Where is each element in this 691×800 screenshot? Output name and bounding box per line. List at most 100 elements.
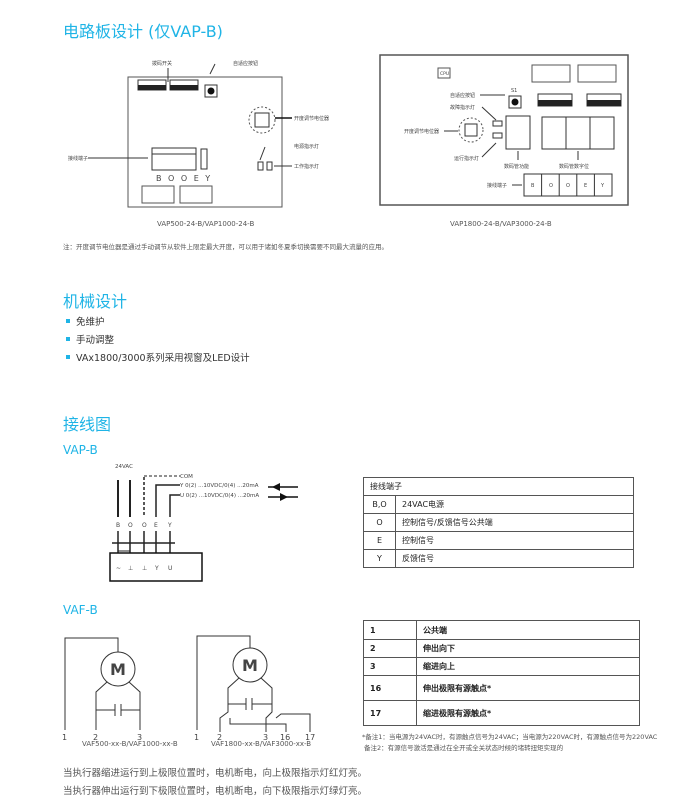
vaf-table-rows-4-0-text: 17 xyxy=(363,700,417,726)
vap-diagram-terminals-2-text: O xyxy=(142,522,147,529)
vaf-table-rows-2-1-text: 缩进向上 xyxy=(416,657,640,676)
vap-table-rows-0-1-text: 24VAC电源 xyxy=(395,495,634,514)
board2-diagram: CPU S1 自适应按钮 故障指示灯 开度调节电位器 运行指示灯 数码管功能 数… xyxy=(379,54,629,206)
vaf-table-rows-4-1-text: 缩进极限有源触点* xyxy=(416,700,640,726)
vaf-diagram2-terminals-0-text: 1 xyxy=(194,733,199,742)
section-title-board: 电路板设计 (仅VAP-B) xyxy=(63,22,223,41)
mech_items-0-text: 免维护 xyxy=(76,317,105,328)
board2-labels-digit_func-text: 数码管功能 xyxy=(504,163,529,170)
board2-labels-pot-text: 开度调节电位器 xyxy=(404,128,439,135)
vaf-title: VAF-B xyxy=(63,603,98,617)
vap-table-rows-2-0-text: E xyxy=(363,531,396,550)
vap-diagram-u_signal-text: U 0(2) ...10VDC/0(4) ...20mA xyxy=(180,493,259,499)
vaf-diagram2-terminals-3-text: 16 xyxy=(280,733,290,742)
vap-diagram-supply-text: 24VAC xyxy=(115,464,133,470)
board2-terminals-2-text: O xyxy=(566,183,570,189)
vap-diagram-device-2-text: ⊥ xyxy=(142,565,147,572)
vaf-diagram2-terminals-4-text: 17 xyxy=(305,733,315,742)
vaf-diagram1-terminals-0-text: 1 xyxy=(62,733,67,742)
vap-diagram-device-4-text: U xyxy=(168,565,172,572)
vap-table-rows-3-0-text: Y xyxy=(363,549,396,568)
vap-diagram-com-text: COM xyxy=(180,474,193,480)
vap-diagram-y_signal-text: Y 0(2) ...10VDC/0(4) ...20mA xyxy=(179,483,259,489)
vaf-table-rows-0-0-text: 1 xyxy=(363,620,417,640)
vaf-wiring-diagrams: M M 1 2 3 1 2 3 16 17 xyxy=(62,635,315,742)
board2-caption: VAP1800-24-B/VAP3000-24-B xyxy=(450,220,552,228)
vap-diagram-device-3-text: Y xyxy=(154,565,159,572)
board1-caption: VAP500-24-B/VAP1000-24-B xyxy=(157,220,255,228)
section-title-wiring: 接线图 xyxy=(63,415,112,434)
label-button: 自适应按钮 xyxy=(233,60,258,67)
terminal-letters: B O O E Y xyxy=(156,174,212,183)
vaf-diagram2-terminals-2-text: 3 xyxy=(263,733,268,742)
vaf-note-2: 备注2：有源信号激活是通过在全开或全关状态时候的堵转扭矩实现的 xyxy=(364,744,564,752)
vaf-table-rows-3-1-text: 伸出极限有源触点* xyxy=(416,675,640,701)
vap-diagram-device-0-text: ~ xyxy=(116,565,121,572)
board2-labels-run_led-text: 运行指示灯 xyxy=(454,155,479,162)
board2-labels-cpu-text: CPU xyxy=(440,71,449,77)
vaf-diagram1-terminals-2-text: 3 xyxy=(137,733,142,742)
board1-diagram: 拨码开关 自适应按钮 开度调节电位器 接线端子 B O O E Y 电源指示灯 … xyxy=(68,60,329,208)
vaf-diagram2-caption: VAF1800-xx-B/VAF3000-xx-B xyxy=(211,740,312,748)
board2-terminals-4-text: Y xyxy=(600,183,605,189)
board1-labels-work_led-text: 工作指示灯 xyxy=(294,163,319,170)
board2-labels-digit_num-text: 数码管数字位 xyxy=(559,163,589,170)
footer-text-1: 当执行器缩进运行到上极限位置时，电机断电，向上极限指示灯红灯亮。 xyxy=(63,768,368,779)
vaf-motor-text: M xyxy=(110,660,126,679)
vap-table-rows-1-0-text: O xyxy=(363,513,396,532)
vaf-diagram1-terminals-1-text: 2 xyxy=(93,733,98,742)
board2-labels-button-text: 自适应按钮 xyxy=(450,92,475,99)
board2-labels-fault_led-text: 故障指示灯 xyxy=(450,104,475,111)
mech-item: 免维护 xyxy=(66,314,105,328)
vap-title: VAP-B xyxy=(63,443,98,457)
board2-labels-s1-text: S1 xyxy=(511,88,517,94)
vaf-table-rows-1-0-text: 2 xyxy=(363,639,417,658)
footer-text-2: 当执行器伸出运行到下极限位置时，电机断电，向下极限指示灯绿灯亮。 xyxy=(63,786,368,797)
board1-labels-terminal-text: 接线端子 xyxy=(68,155,88,162)
vaf-diagram1-caption: VAF500-xx-B/VAF1000-xx-B xyxy=(82,740,178,748)
board1-labels-pot-text: 开度调节电位器 xyxy=(294,115,329,122)
bullet-icon xyxy=(66,337,70,341)
vap-diagram-terminals-0-text: B xyxy=(116,522,120,529)
vap-table-rows-1-1-text: 控制信号/反馈信号公共端 xyxy=(395,513,634,532)
board2-terminals-0-text: B xyxy=(531,183,535,189)
vap-table-rows-2-1-text: 控制信号 xyxy=(395,531,634,550)
vaf-table-rows-2-0-text: 3 xyxy=(363,657,417,676)
vap-wiring-diagram: 24VAC COM Y 0(2) ...10VDC/0(4) ...20mA U… xyxy=(109,464,298,582)
board1-labels-power_led-text: 电源指示灯 xyxy=(294,143,319,150)
section-title-mech: 机械设计 xyxy=(63,292,128,311)
mech_items-2-text: VAx1800/3000系列采用视窗及LED设计 xyxy=(76,353,250,364)
mech-item: 手动调整 xyxy=(66,332,114,346)
board2-terminals-1-text: O xyxy=(549,183,553,189)
vap-diagram-terminals-3-text: E xyxy=(154,522,158,529)
label-dip: 拨码开关 xyxy=(152,60,172,67)
mech-item: VAx1800/3000系列采用视窗及LED设计 xyxy=(66,350,250,364)
board2-labels-terminal-text: 接线端子 xyxy=(487,182,507,189)
table-header: 接线端子 xyxy=(363,477,634,496)
board2-terminals-3-text: E xyxy=(584,183,587,189)
vaf-diagram2-terminals-1-text: 2 xyxy=(217,733,222,742)
vap-table-rows-0-0-text: B,O xyxy=(363,495,396,514)
vap-table-rows-3-1-text: 反馈信号 xyxy=(395,549,634,568)
vaf-table-rows-0-1-text: 公共端 xyxy=(416,620,640,640)
board-note: 注：开度调节电位器是通过手动调节从软件上限定最大开度，可以用于诸如冬夏季切换需要… xyxy=(63,243,388,251)
vaf-table-rows-3-0-text: 16 xyxy=(363,675,417,701)
vap-diagram-device-1-text: ⊥ xyxy=(128,565,133,572)
vaf-table-rows-1-1-text: 伸出向下 xyxy=(416,639,640,658)
vaf-note-1: *备注1：当电源为24VAC时，有源触点信号为24VAC；当电源为220VAC时… xyxy=(362,733,658,741)
vaf-motor-text: M xyxy=(242,656,258,675)
vap-diagram-terminals-1-text: O xyxy=(128,522,133,529)
bullet-icon xyxy=(66,355,70,359)
mech_items-1-text: 手动调整 xyxy=(76,335,115,346)
